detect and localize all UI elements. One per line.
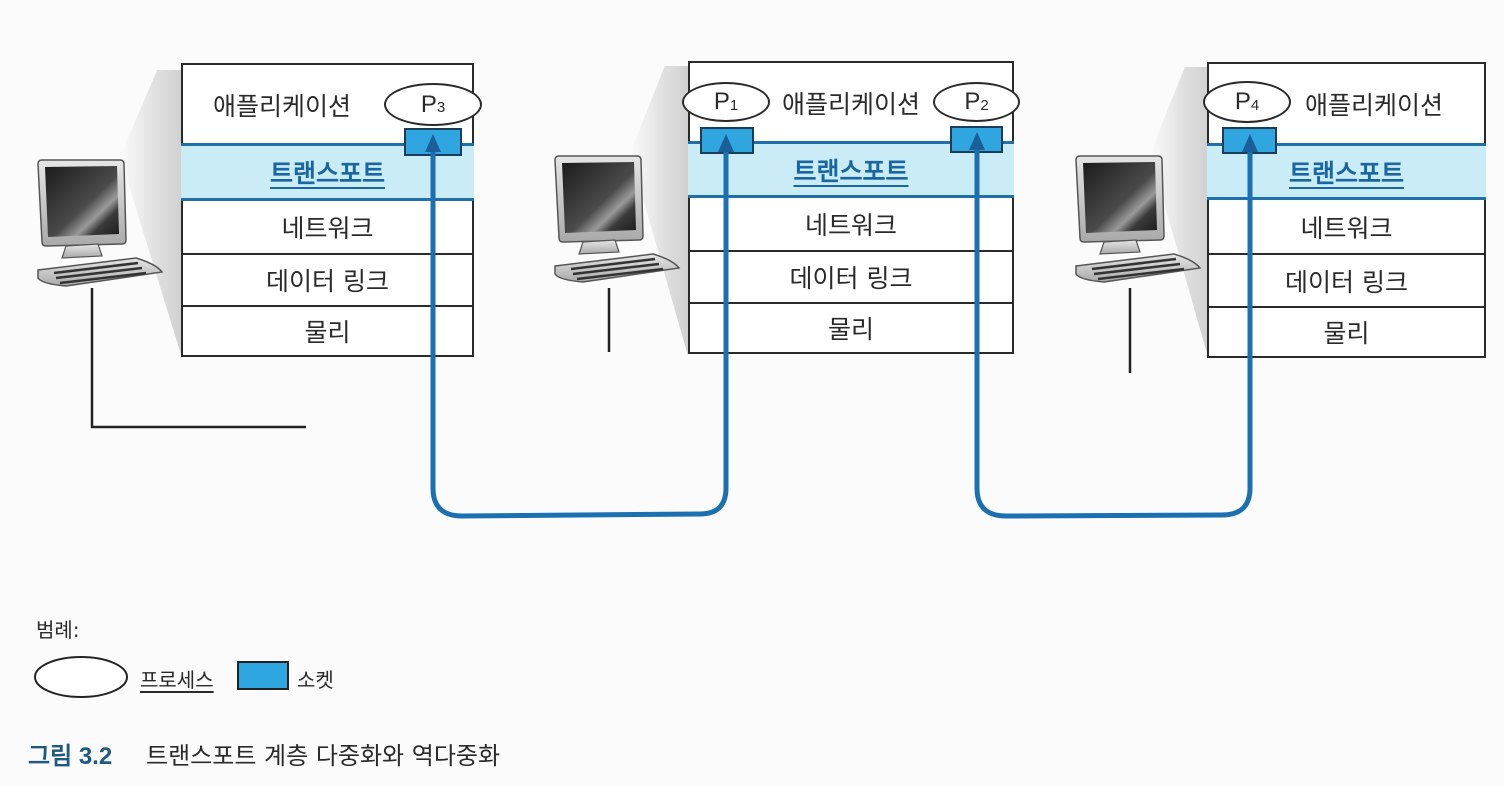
layer-network-label: 네트워크 [804,211,897,240]
protocol-stack-left: 애플리케이션 트랜스포트 네트워크 데이터 링크 물리 [181,63,474,357]
figure-number: 그림 3.2 [28,743,113,770]
network-wire-left [90,288,306,429]
process-p2-sub: 2 [980,96,989,114]
layer-application-label: 애플리케이션 [1305,91,1444,120]
legend-socket-label: 소켓 [297,668,334,692]
layer-datalink: 데이터 링크 [183,253,472,305]
layer-physical-label: 물리 [1323,319,1370,348]
layer-transport-label: 트랜스포트 [269,159,385,188]
layer-network-label: 네트워크 [1300,213,1393,243]
process-p1-name: P [713,88,730,115]
layer-network: 네트워크 [1209,200,1484,253]
process-p3-sub: 3 [436,99,446,116]
layer-physical: 물리 [183,305,472,355]
layer-transport-label: 트랜스포트 [1288,158,1404,188]
layer-physical: 물리 [1209,306,1484,356]
layer-datalink: 데이터 링크 [690,250,1012,302]
layer-datalink-label: 데이터 링크 [266,267,389,296]
legend-socket-icon [237,661,289,690]
legend-process-label: 프로세스 [140,668,214,692]
arrowhead-p2 [969,132,985,150]
layer-application-label: 애플리케이션 [213,92,352,121]
legend-process-icon [34,656,128,698]
layer-transport-label: 트랜스포트 [793,156,909,186]
legend-title: 범례: [36,618,80,642]
process-p2-name: P [964,88,981,115]
layer-physical: 물리 [690,302,1012,352]
arrowhead-p3 [425,134,441,152]
process-p3-name: P [420,90,437,118]
layer-datalink: 데이터 링크 [1209,253,1484,306]
layer-datalink-label: 데이터 링크 [1285,267,1408,297]
layer-network-label: 네트워크 [281,214,374,243]
layer-network: 네트워크 [183,201,472,253]
process-p4-sub: 4 [1250,96,1260,114]
layer-physical-label: 물리 [304,318,351,347]
process-p1-sub: 1 [729,96,739,114]
layer-datalink-label: 데이터 링크 [789,264,913,293]
process-p4-name: P [1234,88,1251,115]
arrowhead-p4 [1242,134,1258,152]
layer-application-label: 애플리케이션 [782,90,921,119]
layer-physical-label: 물리 [827,315,874,344]
connection-p1-p3 [430,149,729,519]
figure-title: 트랜스포트 계층 다중화와 역다중화 [146,742,501,770]
arrowhead-p1 [718,134,734,152]
layer-network: 네트워크 [690,198,1012,250]
connection-p2-p4 [974,147,1253,519]
